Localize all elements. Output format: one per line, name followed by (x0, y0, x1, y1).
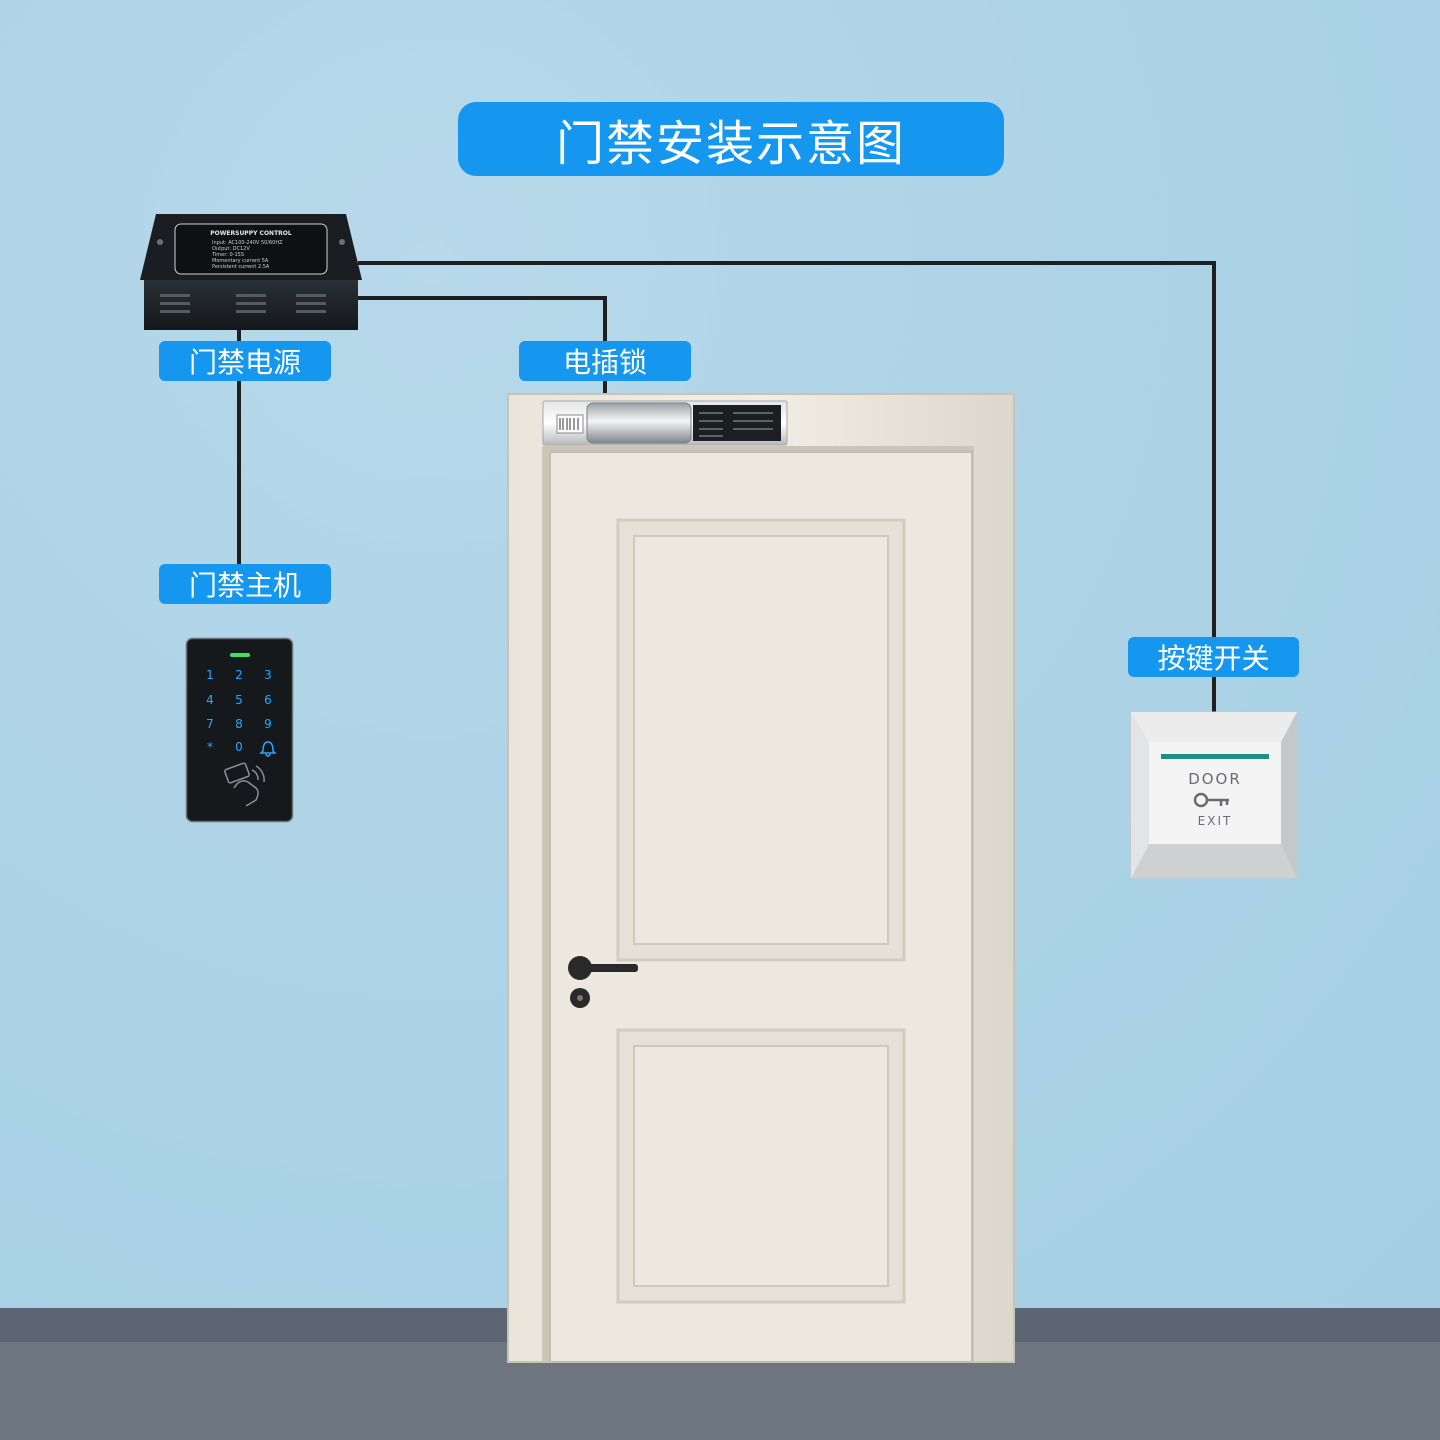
power-supply-box: POWERSUPPY CONTROL Input: AC100-240V 50/… (140, 214, 362, 330)
door-handle[interactable] (568, 956, 638, 1008)
diagram-title: 门禁安装示意图 (458, 102, 1004, 176)
wire-power-to-exit-v (1212, 261, 1216, 715)
exit-switch-door-text: DOOR (1188, 770, 1242, 788)
power-box-line-2: Output: DC12V (212, 246, 250, 252)
wire-power-to-lock-h (358, 296, 607, 300)
door (507, 393, 1015, 1363)
power-box-line-1: Input: AC100-240V 50/60HZ (212, 240, 283, 246)
keypad-key[interactable]: 2 (235, 668, 243, 682)
keypad-key[interactable]: 4 (206, 693, 214, 707)
exit-switch-exit-text: EXIT (1198, 814, 1233, 828)
keypad-key[interactable]: 6 (264, 693, 272, 707)
card-hand-icon (224, 762, 265, 807)
power-box-line-5: Persistent current 2.5A (212, 264, 270, 270)
label-exit-button: 按键开关 (1128, 637, 1299, 677)
keypad-key[interactable]: 8 (235, 717, 243, 731)
power-box-line-4: Momentary current 5A (212, 258, 269, 264)
wire-power-to-controller (237, 330, 241, 570)
bell-icon[interactable] (259, 741, 277, 757)
power-box-line-3: Timer: 0-15S (211, 252, 244, 258)
label-electric-lock: 电插锁 (519, 341, 691, 381)
keypad-key[interactable]: 1 (206, 668, 214, 682)
label-power-supply: 门禁电源 (159, 341, 331, 381)
keypad-key[interactable]: 3 (264, 668, 272, 682)
keypad-key[interactable]: 7 (206, 717, 214, 731)
exit-button-switch[interactable]: DOOR EXIT (1130, 711, 1299, 880)
key-icon (1193, 792, 1229, 808)
label-controller: 门禁主机 (159, 564, 331, 604)
keypad-key[interactable]: 9 (264, 717, 272, 731)
wire-power-to-exit-h (358, 261, 1216, 265)
keypad-key[interactable]: 5 (235, 693, 243, 707)
electric-bolt-lock (542, 400, 788, 446)
keypad-key[interactable]: 0 (235, 740, 243, 754)
access-controller-keypad: 1 2 3 4 5 6 7 8 9 * 0 (185, 637, 294, 823)
exit-indicator-strip (1161, 754, 1269, 759)
keypad-key[interactable]: * (207, 740, 213, 754)
power-box-heading: POWERSUPPY CONTROL (210, 230, 292, 237)
